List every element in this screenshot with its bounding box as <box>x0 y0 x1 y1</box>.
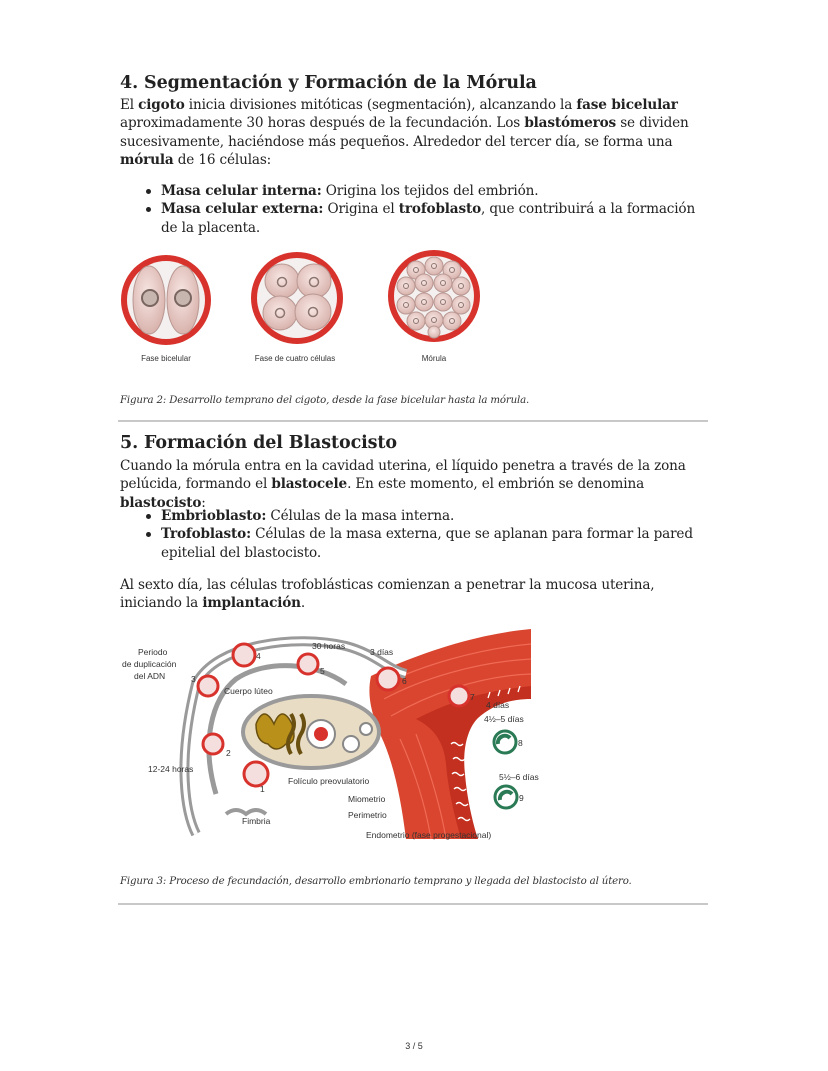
bicelular-cell <box>121 255 211 345</box>
label-periodo: Periodo <box>138 647 168 657</box>
figure-2-caption: Figura 2: Desarrollo temprano del cigoto… <box>120 395 530 406</box>
label-12-24-horas: 12-24 horas <box>148 764 193 774</box>
figure-2-cleavage-stages: Fase bicelular Fase de cuatro células Mó… <box>116 248 486 368</box>
label-endometrio: Endometrio (fase progestacional) <box>366 830 491 840</box>
label-fase-cuatro: Fase de cuatro células <box>255 354 336 363</box>
bullet-masa-externa: Masa celular externa: Origina el trofobl… <box>143 200 711 237</box>
num-7: 7 <box>470 692 475 702</box>
label-adn: del ADN <box>134 671 165 681</box>
four-cell <box>251 252 343 344</box>
num-2: 2 <box>226 748 231 758</box>
num-3: 3 <box>191 674 196 684</box>
bullet-trofoblasto: Trofoblasto: Células de la masa externa,… <box>143 525 711 562</box>
ovary <box>241 694 381 770</box>
label-miometrio: Miometrio <box>348 794 386 804</box>
section-5-paragraph: Cuando la mórula entra en la cavidad ute… <box>120 458 686 511</box>
divider <box>118 420 708 422</box>
fimbria <box>224 808 268 817</box>
figure-3-caption: Figura 3: Proceso de fecundación, desarr… <box>120 876 632 887</box>
num-5: 5 <box>320 666 325 676</box>
morula-cell <box>388 250 480 342</box>
label-30-horas: 30 horas <box>312 641 345 651</box>
label-morula: Mórula <box>422 354 447 363</box>
num-8: 8 <box>518 738 523 748</box>
bullet-embrioblasto: Embrioblasto: Células de la masa interna… <box>143 507 711 525</box>
label-cuerpo-luteo: Cuerpo lúteo <box>224 686 273 696</box>
label-fimbria: Fimbria <box>242 816 271 826</box>
label-foliculo: Folículo preovulatorio <box>288 776 370 786</box>
label-56-dias: 5½–6 días <box>499 772 539 782</box>
section-4-bullets: Masa celular interna: Origina los tejido… <box>143 182 711 237</box>
label-3-dias: 3 días <box>370 647 393 657</box>
num-1: 1 <box>260 784 265 794</box>
label-duplicacion: de duplicación <box>122 659 177 669</box>
section-5-bullets: Embrioblasto: Células de la masa interna… <box>143 507 711 562</box>
label-45-dias: 4½–5 días <box>484 714 524 724</box>
section-5-title: 5. Formación del Blastocisto <box>120 433 397 453</box>
divider-2 <box>118 903 708 905</box>
num-4: 4 <box>256 651 261 661</box>
num-6: 6 <box>402 676 407 686</box>
figure-3-fecundation-diagram: Periodo de duplicación del ADN 30 horas … <box>116 624 556 846</box>
page-number: 3 / 5 <box>405 1041 423 1051</box>
section-4-paragraph: El cigoto inicia divisiones mitóticas (s… <box>120 97 689 168</box>
section-5-paragraph-2: Al sexto día, las células trofoblásticas… <box>120 577 655 612</box>
embryo-stages <box>196 642 519 810</box>
section-4-title: 4. Segmentación y Formación de la Mórula <box>120 73 537 93</box>
num-9: 9 <box>519 793 524 803</box>
label-perimetrio: Perimetrio <box>348 810 387 820</box>
label-fase-bicelular: Fase bicelular <box>141 354 191 363</box>
label-4-dias: 4 días <box>486 700 509 710</box>
bullet-masa-interna: Masa celular interna: Origina los tejido… <box>143 182 711 200</box>
